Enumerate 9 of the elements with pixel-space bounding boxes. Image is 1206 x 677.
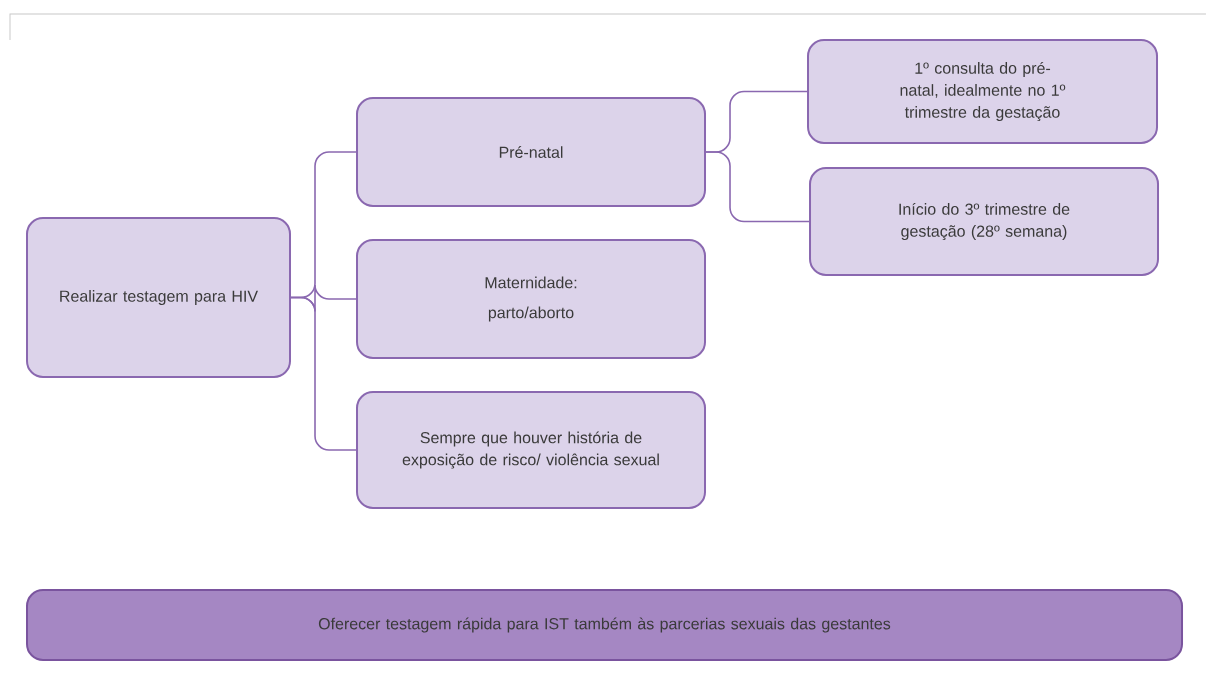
process-box: Início do 3º trimestre de gestação (28º semana) [809, 167, 1159, 276]
connector-line [290, 296, 357, 451]
banner-box: Oferecer testagem rápida para IST também às parcerias sexuais das gestantes [26, 589, 1183, 661]
process-box: Maternidade: parto/aborto [356, 239, 706, 359]
process-box: Sempre que houver história de exposição de risco/ violência sexual [356, 391, 706, 509]
process-box: 1º consulta do pré-natal, idealmente no 1º trimestre da gestação [807, 39, 1158, 144]
connector-line [705, 151, 810, 223]
process-box: Realizar testagem para HIV [26, 217, 291, 378]
process-box: Pré-natal [356, 97, 706, 207]
